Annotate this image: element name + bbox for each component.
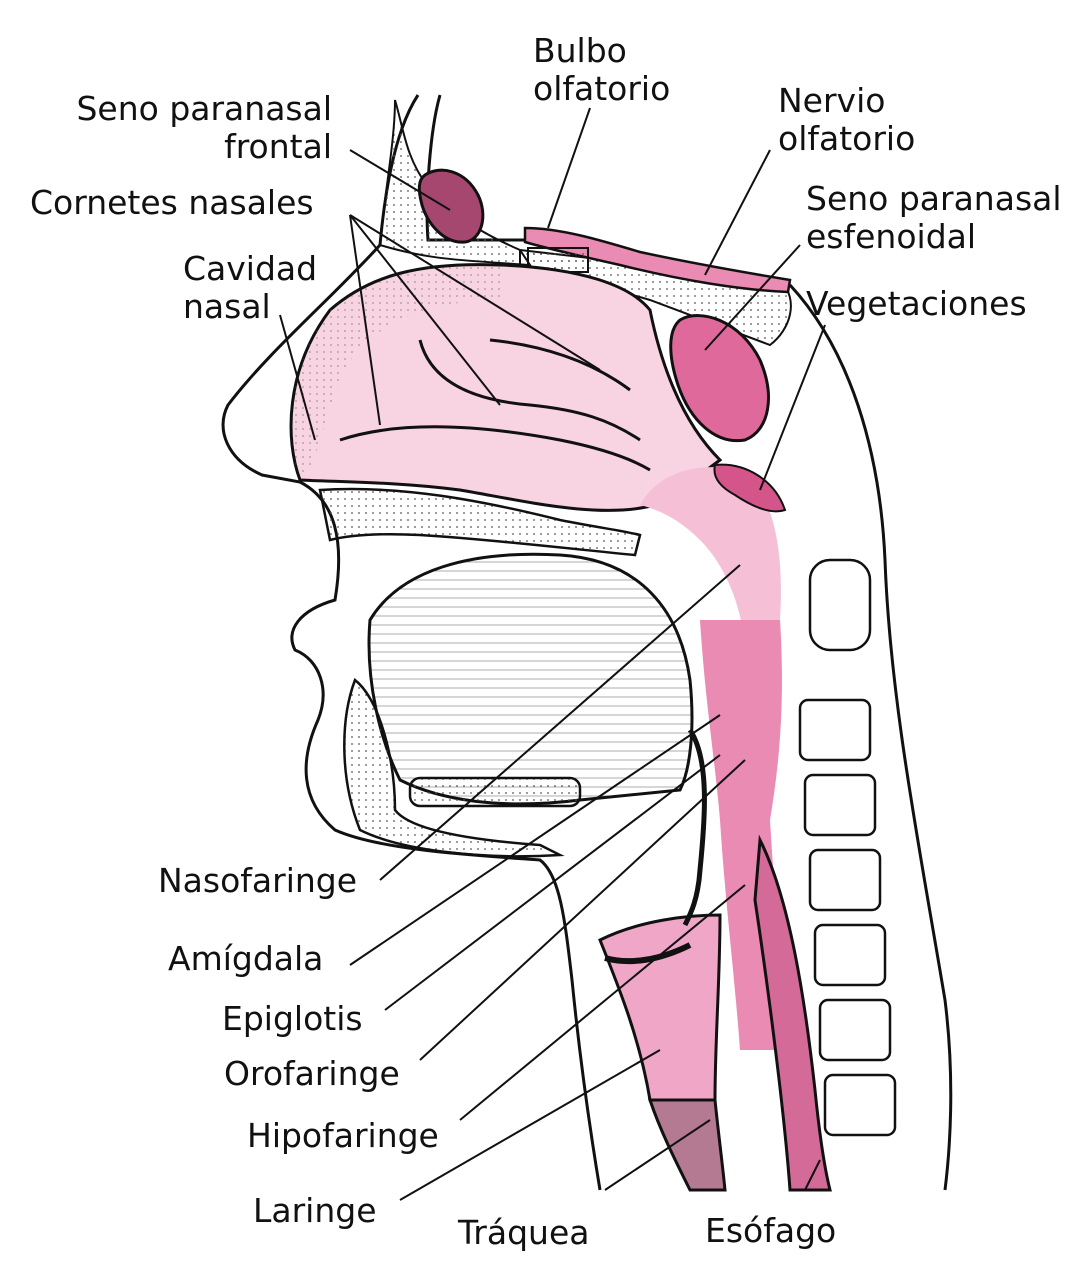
label-traquea: Tráquea — [458, 1213, 590, 1252]
olfactory-bulb — [523, 226, 792, 294]
label-esofago: Esófago — [705, 1211, 837, 1250]
esophagus — [753, 834, 832, 1192]
label-hipofaringe: Hipofaringe — [247, 1116, 439, 1155]
mandible — [343, 677, 565, 858]
tongue — [367, 552, 694, 806]
trachea — [647, 1098, 727, 1192]
sphenoid-sinus — [669, 314, 770, 443]
label-laringe: Laringe — [253, 1191, 377, 1230]
frontal-sinus — [417, 168, 485, 244]
epiglottis — [682, 728, 707, 927]
nasopharynx — [640, 467, 781, 625]
label-orofaringe: Orofaringe — [224, 1054, 400, 1093]
nasal-bone — [378, 99, 532, 267]
nasal-cavity-shading — [291, 264, 500, 480]
hard-palate — [318, 487, 642, 557]
oropharynx — [700, 620, 782, 820]
adenoids — [713, 463, 787, 513]
cervical-spine — [798, 558, 897, 1137]
label-cornetes: Cornetes nasales — [30, 183, 314, 222]
label-nasofaringe: Nasofaringe — [158, 861, 358, 900]
larynx — [598, 913, 722, 1102]
hyoid-bone — [408, 776, 582, 808]
label-vegetaciones: Vegetaciones — [806, 284, 1027, 323]
label-amigdala: Amígdala — [168, 939, 324, 978]
nasal-conchae — [339, 338, 651, 472]
label-epiglotis: Epiglotis — [222, 999, 363, 1038]
vocal-fold — [604, 942, 692, 965]
leader-lines — [279, 107, 826, 1201]
